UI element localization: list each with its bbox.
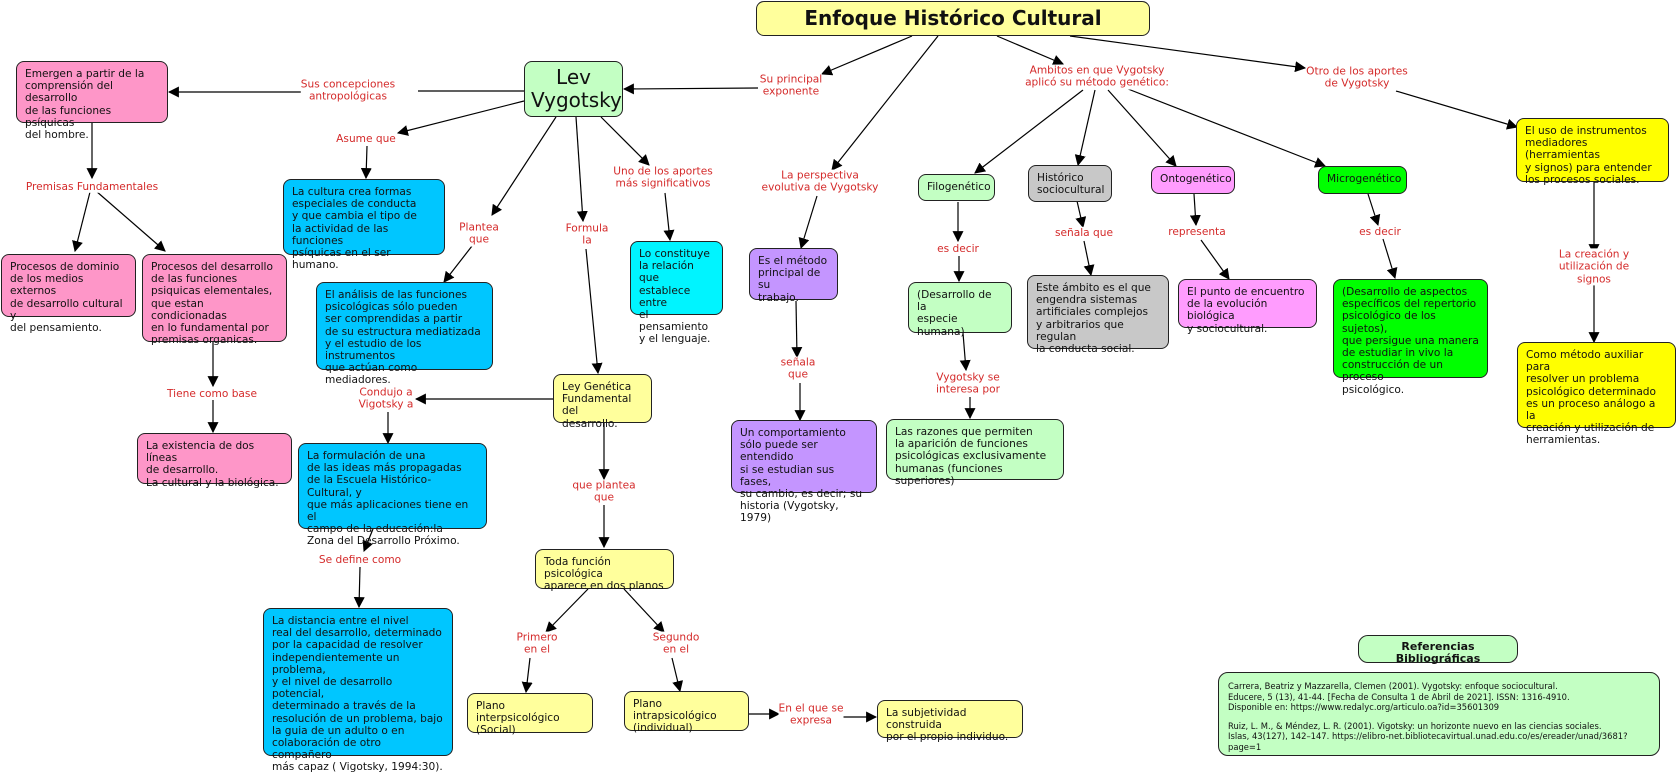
link-es-decir-2: es decir — [1359, 225, 1401, 239]
node-cultura-crea: La cultura crea formas especiales de con… — [283, 179, 445, 271]
link-segundo: Segundo en el — [652, 631, 700, 657]
node-historico: Histórico sociocultural — [1028, 165, 1112, 202]
edge — [396, 100, 525, 136]
edge — [491, 116, 557, 216]
node-emergen: Emergen a partir de la comprensión del d… — [16, 61, 168, 141]
node-ontogenetico: Ontogenético — [1151, 166, 1235, 194]
node-punto: El punto de encuentro de la evolución bi… — [1178, 279, 1317, 335]
edge — [831, 35, 939, 171]
node-analisis: El análisis de las funciones psicológica… — [316, 282, 493, 386]
references-heading: Referencias Bibliográficas — [1358, 635, 1518, 665]
node-microgenetico: Microgenético — [1318, 166, 1407, 194]
node-plano-inter: Plano interpsicológico (Social) — [467, 693, 593, 736]
node-plano-intra: Plano intrapsicológico (individual) — [624, 691, 749, 734]
references-box: Carrera, Beatriz y Mazzarella, Clemen (2… — [1218, 672, 1660, 756]
edge — [545, 588, 589, 633]
link-asume: Asume que — [336, 132, 396, 146]
node-distancia: La distancia entre el nivel real del des… — [263, 608, 453, 773]
edge — [1382, 238, 1398, 280]
reference-item: Carrera, Beatriz y Mazzarella, Clemen (2… — [1228, 681, 1570, 713]
node-razones: Las razones que permiten la aparición de… — [886, 419, 1064, 487]
node-comportamiento: Un comportamiento sólo puede ser entendi… — [731, 420, 877, 524]
link-plantea: Plantea que — [459, 221, 499, 247]
node-ley-genetica: Ley Genética Fundamental del desarrollo. — [553, 374, 652, 430]
node-formulacion: La formulación de una de las ideas más p… — [298, 443, 487, 547]
link-perspectiva: La perspectiva evolutiva de Vygotsky — [761, 169, 879, 195]
node-subjetividad: La subjetividad construida por el propio… — [877, 700, 1023, 743]
link-es-decir-1: es decir — [937, 242, 979, 256]
link-premisas: Premisas Fundamentales — [25, 180, 159, 194]
edge — [1069, 35, 1307, 73]
edge — [1200, 239, 1230, 280]
link-ambitos: Ambitos en que Vygotsky aplicó su método… — [1025, 64, 1169, 90]
edge — [663, 192, 675, 242]
link-formula: Formula la — [565, 222, 609, 248]
node-toda-funcion: Toda función psicológica aparece en dos … — [535, 549, 674, 592]
node-ambito: Este ámbito es el que engendra sistemas … — [1027, 275, 1169, 355]
node-lev-vygotsky: Lev Vygotsky — [524, 61, 623, 117]
node-metodo-auxiliar: Como método auxiliar para resolver un pr… — [1517, 342, 1676, 446]
reference-item: Ruiz, L. M., & Méndez, L. R. (2001). Vig… — [1228, 720, 1628, 752]
edge — [798, 195, 818, 250]
link-se-define: Se define como — [318, 553, 402, 567]
edge — [974, 89, 1084, 174]
edge — [95, 190, 166, 252]
edge — [585, 248, 603, 375]
link-su-principal: Su principal exponente — [759, 73, 823, 99]
edge — [353, 566, 365, 609]
link-otro-aportes: Otro de los aportes de Vygotsky — [1306, 65, 1408, 91]
edge — [1127, 88, 1327, 168]
edge — [443, 245, 473, 283]
edge — [575, 116, 588, 223]
link-senala-que-1: señala que — [780, 356, 816, 382]
node-metodo: Es el método principal de su trabajo. — [749, 248, 838, 304]
edge — [996, 35, 1065, 66]
edge — [791, 300, 803, 359]
edge — [1075, 200, 1087, 229]
node-filogenetico: Filogenético — [918, 174, 995, 201]
link-creacion: La creación y utilización de signos — [1553, 248, 1635, 286]
link-concepciones: Sus concepciones antropológicas — [300, 78, 396, 104]
node-instrumentos: El uso de instrumentos mediadores (herra… — [1516, 118, 1669, 186]
link-primero: Primero en el — [516, 631, 558, 657]
edge — [623, 588, 665, 633]
edge — [1107, 89, 1177, 167]
edge — [959, 332, 971, 372]
link-condujo: Condujo a Vigotsky a — [358, 386, 414, 412]
link-tiene-base: Tiene como base — [167, 387, 257, 401]
link-representa: representa — [1168, 225, 1226, 239]
link-uno-aportes: Uno de los aportes más significativos — [613, 165, 713, 191]
edge — [671, 657, 684, 693]
node-procesos-desarrollo: Procesos del desarrollo de las funciones… — [142, 254, 287, 346]
edge — [1189, 193, 1201, 227]
edge — [521, 657, 533, 694]
node-relacion: Lo constituye la relación que establece … — [630, 241, 723, 345]
edge — [1367, 193, 1381, 227]
link-senala-que-2: señala que — [1054, 226, 1114, 240]
edge — [1395, 90, 1519, 130]
edge — [622, 83, 759, 95]
map-title: Enfoque Histórico Cultural — [756, 1, 1150, 36]
edge — [1074, 89, 1096, 167]
edge — [1083, 240, 1095, 277]
edge — [820, 35, 913, 76]
link-en-el-que: En el que se expresa — [778, 702, 844, 728]
node-aspectos: (Desarrollo de aspectos específicos del … — [1333, 279, 1488, 396]
link-que-plantea: que plantea que — [572, 479, 636, 505]
edge — [72, 191, 91, 253]
link-interesa: Vygotsky se interesa por — [936, 371, 1000, 397]
edge — [360, 145, 372, 180]
node-especie: (Desarrollo de la especie humana) — [908, 282, 1012, 338]
node-dos-lineas: La existencia de dos líneas de desarroll… — [137, 433, 292, 489]
node-procesos-dominio: Procesos de dominio de los medios extern… — [1, 254, 136, 334]
edge — [600, 116, 650, 166]
